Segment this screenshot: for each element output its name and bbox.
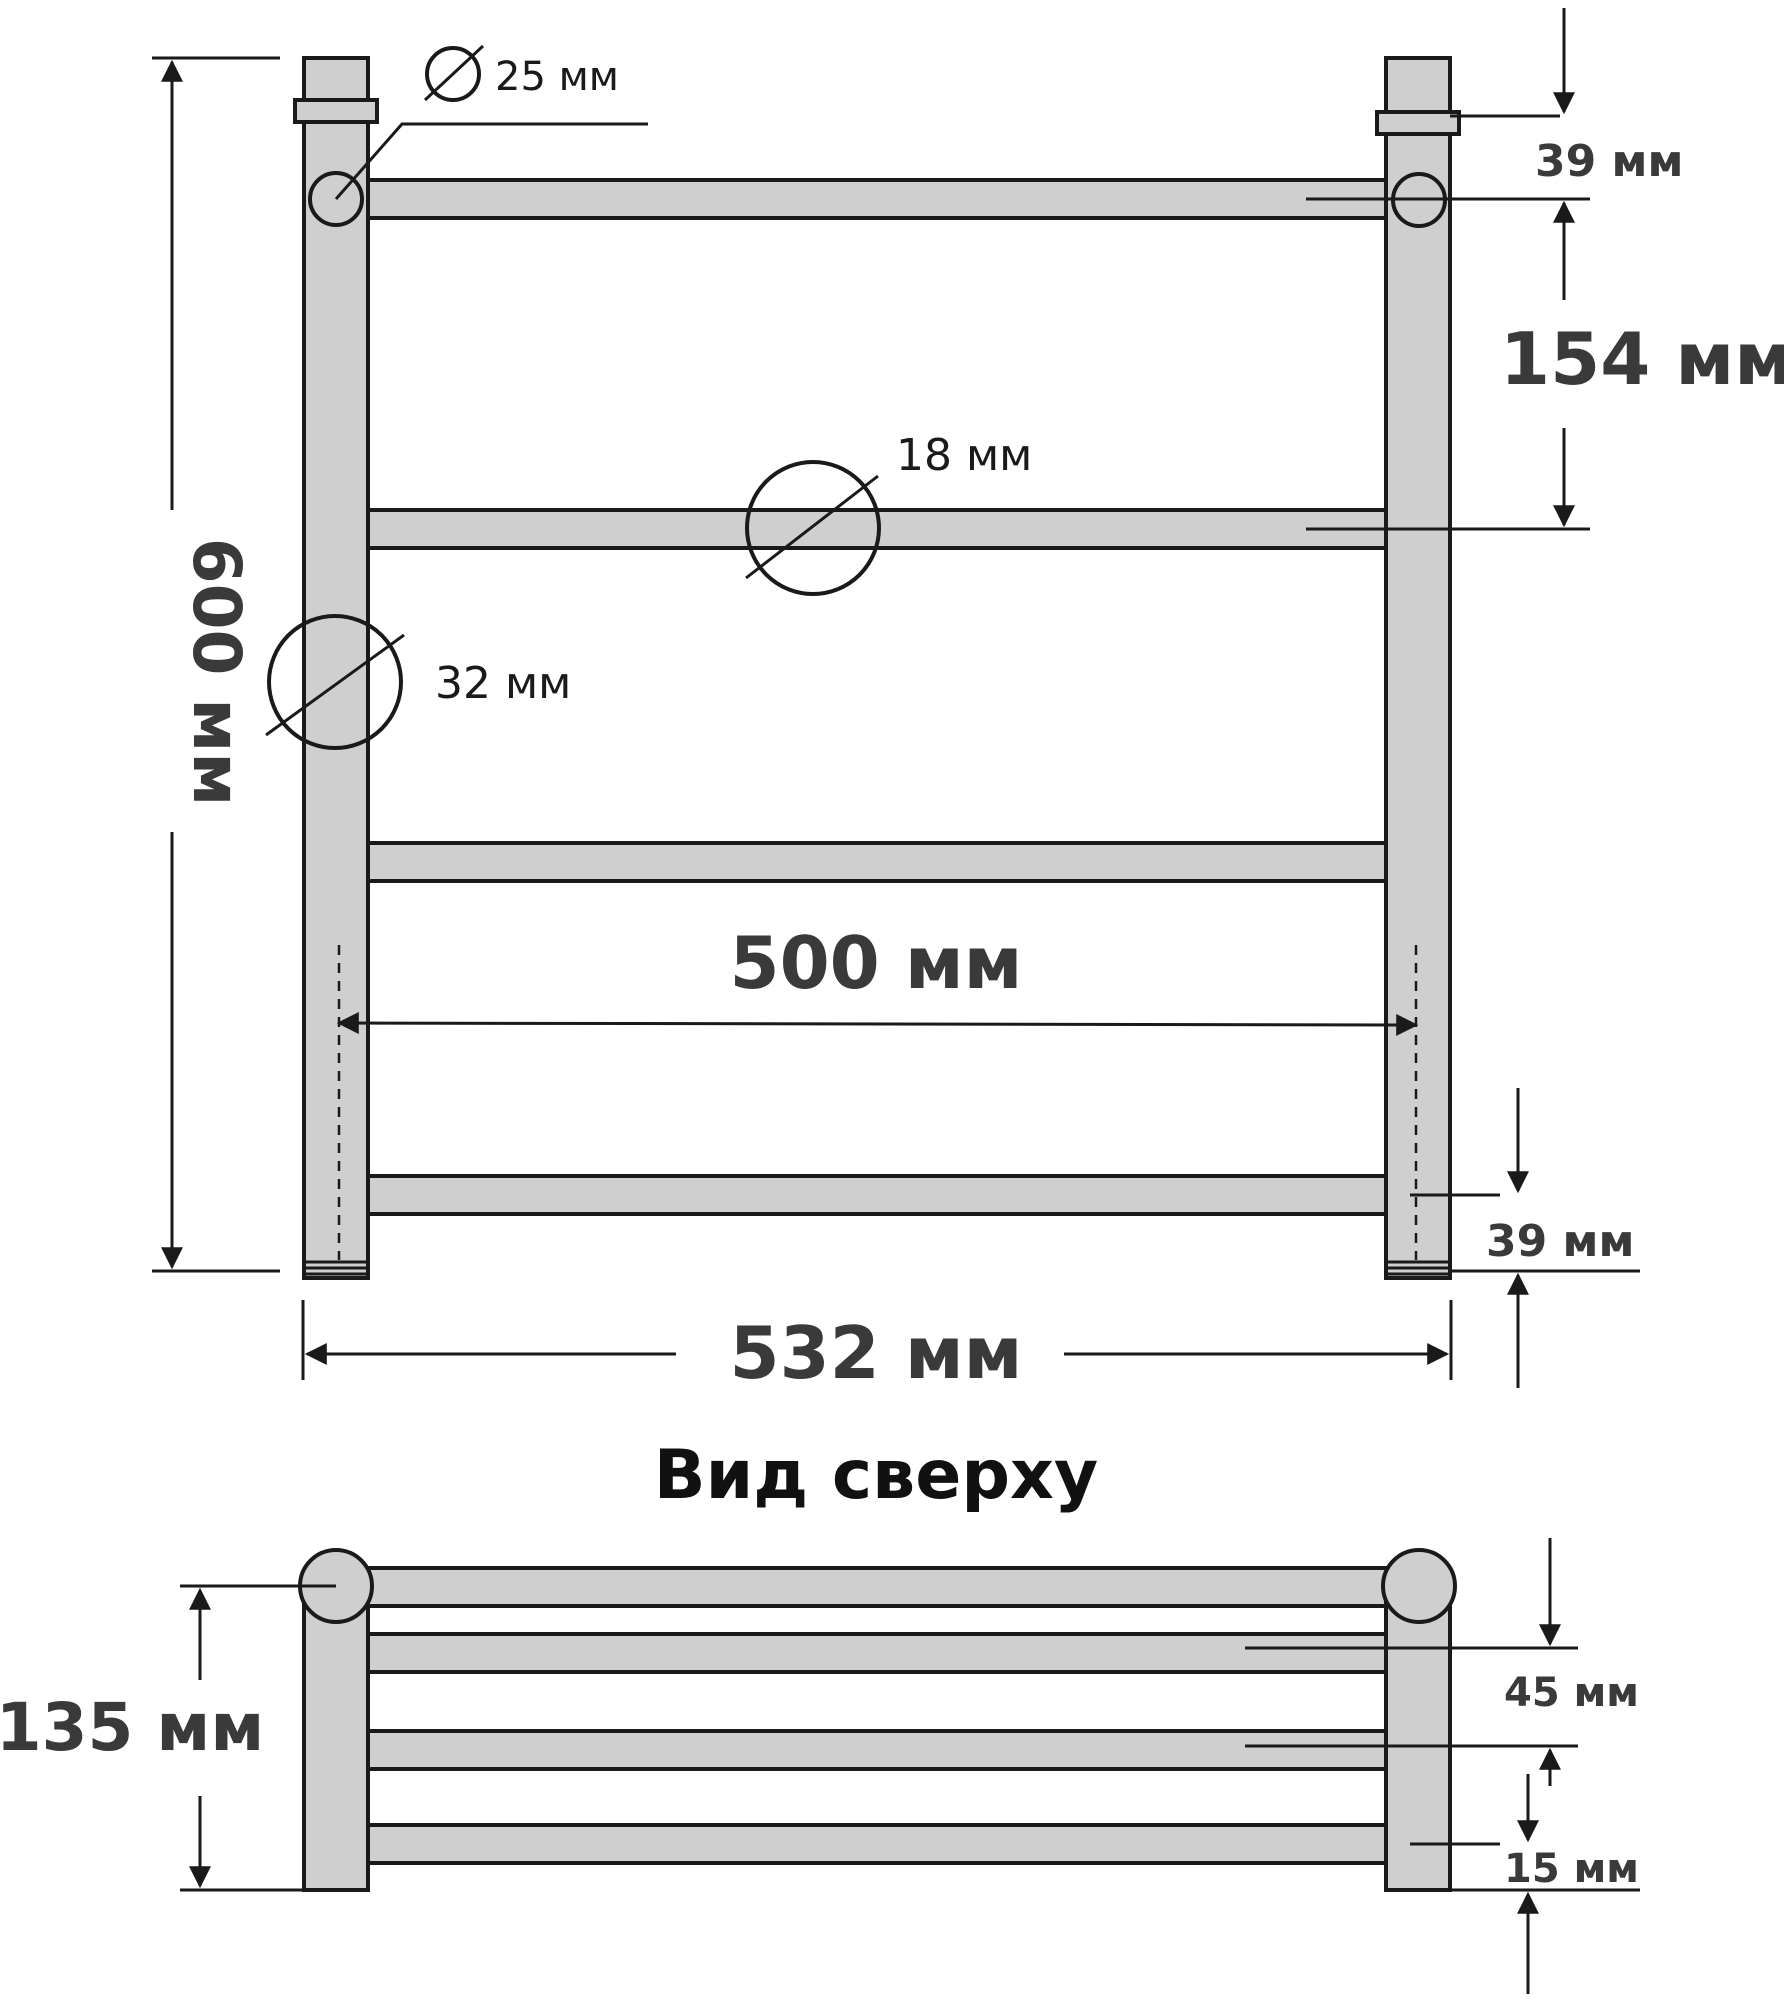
right-mount-cap xyxy=(1375,110,1461,136)
rail-diameter-line xyxy=(745,474,879,580)
left-thread xyxy=(306,1260,366,1276)
depth-label: 135 мм xyxy=(0,1689,264,1766)
top-view-rail-2 xyxy=(366,1632,1388,1674)
top-view-rail-1 xyxy=(338,1566,1410,1608)
wall-gap-label: 15 мм xyxy=(1504,1846,1639,1892)
bottom-offset-label: 39 мм xyxy=(1486,1216,1634,1267)
top-view-rail-3 xyxy=(366,1729,1388,1771)
rail-diameter-ring xyxy=(745,460,881,596)
top-rail-diameter-symbol-slash xyxy=(423,44,485,102)
left-mount-cap xyxy=(293,98,379,124)
rail-diameter-label: 18 мм xyxy=(896,430,1032,481)
top-rail-diameter-label: 25 мм xyxy=(495,54,619,100)
rail-3 xyxy=(366,841,1388,883)
top-view-rail-4 xyxy=(366,1823,1388,1865)
rail-spacing-label: 154 мм xyxy=(1500,317,1784,401)
inner-width-label: 500 мм xyxy=(729,921,1022,1005)
top-rail-diameter-symbol xyxy=(425,46,481,102)
top-view-left-upright xyxy=(302,1588,370,1892)
upright-diameter-ring xyxy=(267,614,403,750)
upright-diameter-line xyxy=(265,633,405,737)
top-offset-label: 39 мм xyxy=(1535,136,1683,187)
top-rail-diameter-leader xyxy=(334,122,648,200)
inner-width-arrow xyxy=(336,1012,1419,1036)
upright-diameter-label: 32 мм xyxy=(435,658,571,709)
top-spacing-label: 45 мм xyxy=(1504,1670,1639,1716)
top-view-right-knob xyxy=(1381,1548,1457,1624)
top-rail xyxy=(338,178,1410,220)
rail-4 xyxy=(366,1174,1388,1216)
top-view-title: Вид сверху xyxy=(654,1436,1098,1515)
right-upright xyxy=(1384,56,1452,1280)
front-view: 32 мм 18 мм 25 мм 600 мм 532 мм 500 мм 3… xyxy=(152,8,1784,1395)
width-label: 532 мм xyxy=(729,1311,1022,1395)
top-view: 135 мм 45 мм 15 мм xyxy=(0,1538,1640,1994)
right-thread xyxy=(1388,1260,1448,1276)
height-label: 600 мм xyxy=(178,538,255,807)
